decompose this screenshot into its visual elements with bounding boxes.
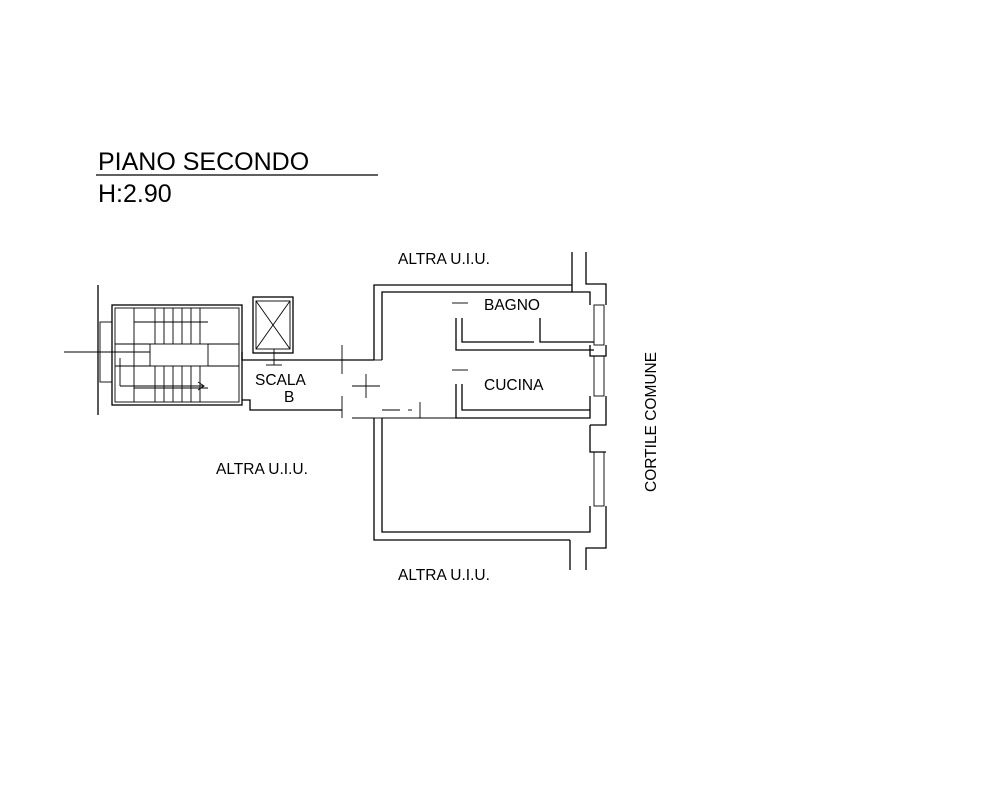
interior-partitions: [374, 302, 594, 419]
label-altra-uiu-top: ALTRA U.I.U.: [398, 251, 490, 268]
label-altra-uiu-left: ALTRA U.I.U.: [216, 461, 308, 478]
landing-walls: [241, 345, 380, 419]
label-scala-b: B: [284, 389, 294, 406]
lift-shaft: [252, 296, 294, 366]
apartment-walls: [373, 252, 607, 570]
label-cortile-comune: CORTILE COMUNE: [643, 352, 660, 492]
label-cucina: CUCINA: [484, 377, 544, 394]
plan-title: PIANO SECONDO: [98, 148, 309, 176]
height-label: H:2.90: [98, 180, 172, 208]
staircase: [64, 285, 243, 415]
label-altra-uiu-bottom: ALTRA U.I.U.: [398, 567, 490, 584]
label-scala: SCALA: [255, 372, 306, 389]
label-bagno: BAGNO: [484, 297, 540, 314]
